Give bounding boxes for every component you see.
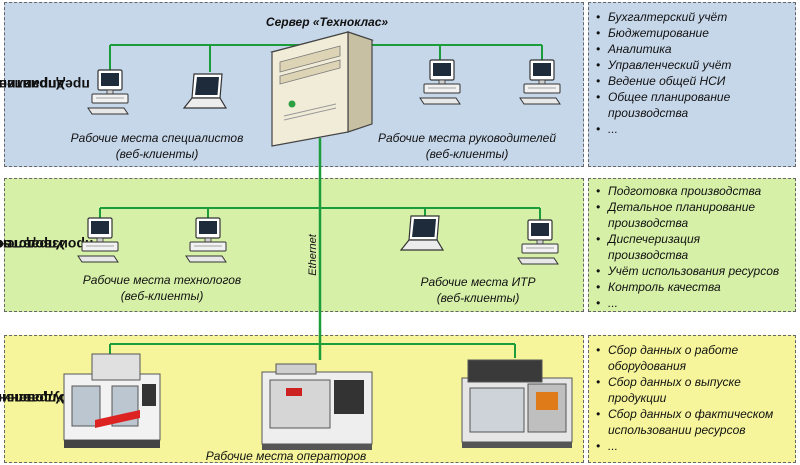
- technologists-caption: Рабочие места технологов (веб-клиенты): [82, 273, 242, 303]
- list-item: Диспечеризация: [594, 231, 792, 247]
- list-item: Бухгалтерский учёт: [594, 9, 792, 25]
- list-item: Сбор данных о работе: [594, 342, 792, 358]
- list-item: Сбор данных о выпуске: [594, 374, 792, 390]
- technologist-desktop-icon-2: [185, 217, 227, 263]
- list-item: Сбор данных о фактическом: [594, 406, 792, 422]
- list-item: ...: [594, 295, 792, 311]
- list-item-continuation: производства: [608, 106, 689, 120]
- cnc-machine-icon-1: [63, 353, 161, 448]
- cnc-machine-icon-3: [461, 359, 573, 448]
- enterprise-functions-list: Бухгалтерский учёт Бюджетирование Аналит…: [594, 9, 792, 137]
- cnc-machine-icon-2: [261, 363, 373, 450]
- server-icon: [269, 31, 375, 147]
- list-item: Управленческий учёт: [594, 57, 792, 73]
- list-item: Детальное планирование: [594, 199, 792, 215]
- managers-caption: Рабочие места руководителей (веб-клиенты…: [377, 131, 557, 161]
- ethernet-label: Ethernet: [307, 233, 319, 276]
- technologist-desktop-icon-1: [77, 217, 119, 263]
- list-item: ...: [594, 438, 792, 454]
- list-item: Учёт использования ресурсов: [594, 263, 792, 279]
- list-item-continuation: производства: [608, 248, 689, 262]
- specialist-laptop-icon: [183, 73, 227, 109]
- itr-caption: Рабочие места ИТР (веб-клиенты): [420, 275, 536, 305]
- list-item-continuation: производства: [608, 216, 689, 230]
- manager-desktop-icon-1: [419, 59, 461, 105]
- list-item-continuation: оборудования: [608, 359, 687, 373]
- list-item: Подготовка производства: [594, 183, 792, 199]
- list-item-continuation: использовании ресурсов: [608, 423, 746, 437]
- itr-desktop-icon: [517, 219, 559, 265]
- manager-desktop-icon-2: [519, 59, 561, 105]
- list-item: Общее планирование: [594, 89, 792, 105]
- server-title: Сервер «Техноклас»: [265, 15, 389, 29]
- equipment-functions-list: Сбор данных о работе оборудования Сбор д…: [594, 342, 792, 454]
- operators-caption: Рабочие места операторов: [205, 449, 367, 463]
- list-item: Бюджетирование: [594, 25, 792, 41]
- specialist-desktop-icon: [87, 69, 129, 115]
- itr-laptop-icon: [400, 215, 444, 251]
- list-item: Аналитика: [594, 41, 792, 57]
- specialists-caption: Рабочие места специалистов (веб-клиенты): [70, 131, 244, 161]
- list-item: Контроль качества: [594, 279, 792, 295]
- list-item-continuation: продукции: [608, 391, 667, 405]
- production-functions-list: Подготовка производства Детальное планир…: [594, 183, 792, 311]
- list-item: Ведение общей НСИ: [594, 73, 792, 89]
- list-item: ...: [594, 121, 792, 137]
